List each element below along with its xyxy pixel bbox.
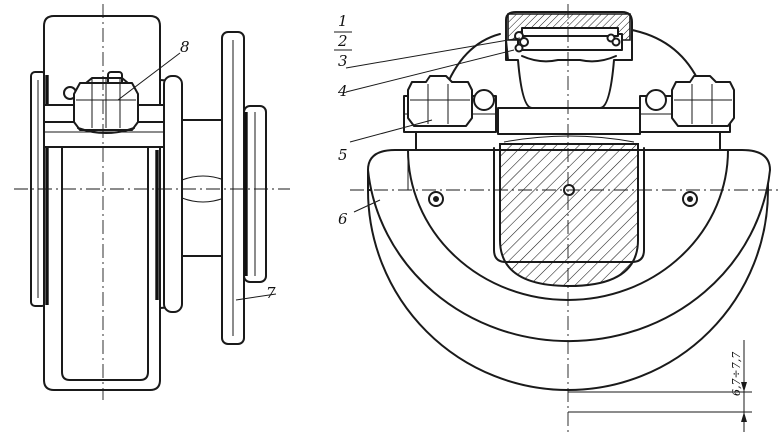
label-6: 6 <box>338 210 348 228</box>
nut-8 <box>63 71 139 134</box>
axle-shaft <box>181 119 225 257</box>
label-2: 2 <box>337 32 348 50</box>
side-view <box>14 4 290 400</box>
spring-coils <box>514 31 621 53</box>
label-1: 1 <box>338 12 348 30</box>
label-7: 7 <box>266 284 276 302</box>
right-nut <box>645 75 735 127</box>
dimension-label: 6,7÷7,7 <box>730 352 743 396</box>
front-view <box>350 4 778 432</box>
label-8: 8 <box>180 38 190 56</box>
label-4: 4 <box>337 82 348 100</box>
label-5: 5 <box>338 146 348 164</box>
bolt-holes <box>428 191 698 207</box>
label-3: 3 <box>338 52 348 70</box>
boss-ring <box>163 75 183 313</box>
shaft-section <box>499 143 639 288</box>
left-nut <box>407 75 495 127</box>
